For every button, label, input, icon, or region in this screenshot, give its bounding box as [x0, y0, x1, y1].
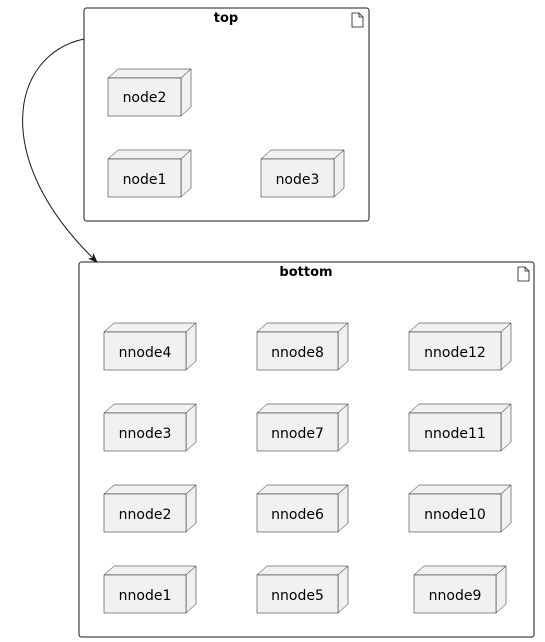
node-label: nnode7: [271, 426, 324, 442]
node-nnode9[interactable]: nnode9: [413, 565, 507, 614]
document-icon: [517, 266, 530, 282]
node-label: nnode8: [271, 345, 324, 361]
node-nnode8[interactable]: nnode8: [256, 322, 349, 371]
node-nnode6[interactable]: nnode6: [256, 484, 349, 533]
node-nnode1[interactable]: nnode1: [103, 565, 197, 614]
edge-top-to-bottom: [22, 38, 98, 263]
node-label: nnode4: [119, 345, 172, 361]
node-label: nnode6: [271, 507, 324, 523]
node-label: node3: [276, 172, 320, 188]
node-node2[interactable]: node2: [107, 68, 192, 117]
document-icon: [351, 12, 364, 28]
node-label: nnode3: [119, 426, 172, 442]
node-label: nnode5: [271, 588, 324, 604]
node-label: nnode9: [429, 588, 482, 604]
node-label: node2: [123, 90, 167, 106]
node-label: nnode11: [424, 426, 486, 442]
node-label: node1: [123, 172, 167, 188]
node-nnode5[interactable]: nnode5: [256, 565, 349, 614]
container-bottom-title: bottom: [279, 265, 332, 280]
node-nnode2[interactable]: nnode2: [103, 484, 197, 533]
node-nnode7[interactable]: nnode7: [256, 403, 349, 452]
node-label: nnode10: [424, 507, 486, 523]
node-nnode4[interactable]: nnode4: [103, 322, 197, 371]
node-label: nnode2: [119, 507, 172, 523]
node-nnode10[interactable]: nnode10: [408, 484, 512, 533]
node-nnode3[interactable]: nnode3: [103, 403, 197, 452]
node-label: nnode1: [119, 588, 172, 604]
node-nnode11[interactable]: nnode11: [408, 403, 512, 452]
container-top-title: top: [214, 11, 238, 26]
node-label: nnode12: [424, 345, 486, 361]
node-nnode12[interactable]: nnode12: [408, 322, 512, 371]
node-node3[interactable]: node3: [260, 149, 345, 198]
node-node1[interactable]: node1: [107, 149, 192, 198]
